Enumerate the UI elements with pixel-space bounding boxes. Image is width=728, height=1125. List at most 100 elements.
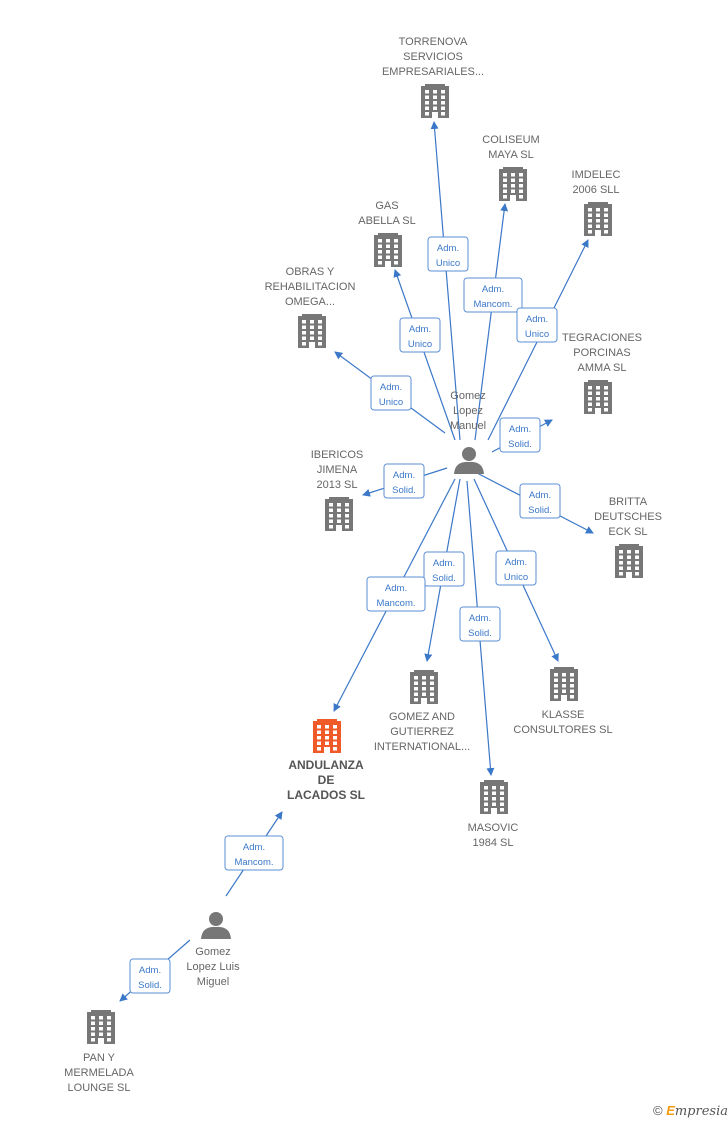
node-label: GAS (375, 200, 398, 212)
edge-label-text: Adm. (139, 965, 161, 976)
edge-label-text: Adm. (505, 557, 527, 568)
edge-label-text: Adm. (482, 284, 504, 295)
building-icon (87, 1010, 115, 1044)
node-label: AMMA SL (578, 362, 627, 374)
node-label: ECK SL (608, 526, 647, 538)
edge-label-gomez_manuel-to-torrenova[interactable]: Adm.Unico (427, 236, 469, 272)
edge-label-gomez_manuel-to-gas[interactable]: Adm.Unico (399, 317, 441, 353)
node-label: KLASSE (542, 709, 585, 721)
node-label: MERMELADA (64, 1067, 134, 1079)
edge-label-box (423, 551, 465, 587)
node-label: GOMEZ AND (389, 711, 455, 723)
copyright-icon: © (652, 1103, 663, 1118)
edge-label-gomez_manuel-to-andulanza[interactable]: Adm. Mancom. (366, 576, 426, 612)
node-label: IBERICOS (311, 449, 364, 461)
edge-label-gomez_manuel-to-klasse[interactable]: Adm. Unico (495, 550, 537, 586)
edge-label-gomez_manuel-to-imdelec[interactable]: Adm.Unico (516, 307, 558, 343)
edge-label-text: Adm. (509, 424, 531, 435)
edge-label-box (495, 550, 537, 586)
edge-label-gomez_manuel-to-masovic[interactable]: Adm.Solid. (459, 606, 501, 642)
node-label: BRITTA (609, 496, 648, 508)
node-label: LACADOS SL (287, 788, 365, 802)
node-obras[interactable]: OBRAS Y REHABILITACION OMEGA... (265, 266, 356, 348)
node-label: SERVICIOS (403, 51, 463, 63)
node-klasse[interactable]: KLASSE CONSULTORES SL (513, 667, 613, 736)
person-icon (454, 447, 484, 474)
node-label: OBRAS Y (286, 266, 335, 278)
edge-label-gomez_luis-to-pan[interactable]: Adm.Solid. (129, 958, 171, 994)
edge-label-box (366, 576, 426, 612)
building-icon (584, 380, 612, 414)
building-icon (325, 497, 353, 531)
node-label: LOUNGE SL (68, 1082, 131, 1094)
building-icon (550, 667, 578, 701)
building-icon (410, 670, 438, 704)
node-label: Gomez (195, 946, 230, 958)
node-label: OMEGA... (285, 296, 335, 308)
node-gomez_gutierrez[interactable]: GOMEZ AND GUTIERREZ INTERNATIONAL... (374, 670, 470, 753)
node-label: COLISEUM (482, 134, 539, 146)
node-label: 2006 SLL (572, 184, 619, 196)
edge-label-text: Unico (504, 572, 528, 583)
edge-label-text: Unico (436, 258, 460, 269)
edge-label-box (459, 606, 501, 642)
edge-label-text: Adm. (409, 324, 431, 335)
edge-label-text: Mancom. (234, 857, 273, 868)
edge-label-box (129, 958, 171, 994)
node-label: Lopez (453, 405, 483, 417)
node-label: DE (318, 773, 335, 787)
building-icon (298, 314, 326, 348)
edge-label-box (383, 463, 425, 499)
person-icon (201, 912, 231, 939)
edge-label-gomez_manuel-to-integraciones[interactable]: Adm. Solid. (499, 417, 541, 453)
building-icon (584, 202, 612, 236)
edge-label-gomez_manuel-to-obras[interactable]: Adm.Unico (370, 375, 412, 411)
edge-label-text: Solid. (432, 573, 456, 584)
node-label: GUTIERREZ (390, 726, 454, 738)
node-label: MAYA SL (488, 149, 533, 161)
node-label: REHABILITACION (265, 281, 356, 293)
edge-label-box (427, 236, 469, 272)
building-icon (374, 233, 402, 267)
node-torrenova[interactable]: TORRENOVASERVICIOSEMPRESARIALES... (382, 36, 484, 118)
edge-label-box (516, 307, 558, 343)
building-icon (615, 544, 643, 578)
node-label: PORCINAS (573, 347, 630, 359)
brand-name: mpresia (674, 1104, 728, 1119)
edge-label-gomez_manuel-to-ibericos[interactable]: Adm.Solid. (383, 463, 425, 499)
edge-label-box (399, 317, 441, 353)
edge-gomez_manuel-to-coliseum (474, 203, 509, 441)
edge-label-gomez_luis-to-andulanza[interactable]: Adm.Mancom. (224, 835, 284, 871)
edge-label-text: Adm. (385, 583, 407, 594)
edge-label-text: Mancom. (473, 299, 512, 310)
edge-label-text: Mancom. (376, 598, 415, 609)
edge-label-box (463, 277, 523, 313)
edge-label-gomez_manuel-to-gomez_gutierrez[interactable]: Adm.Solid. (423, 551, 465, 587)
node-label: CONSULTORES SL (513, 724, 612, 736)
building-icon (313, 719, 341, 753)
footer-brand: © Empresia (653, 1103, 728, 1119)
building-icon (421, 84, 449, 118)
edge-label-text: Solid. (508, 439, 532, 450)
brand-initial: E (666, 1103, 675, 1118)
edge-gomez_manuel-to-gas (393, 269, 456, 441)
edge-label-gomez_manuel-to-britta[interactable]: Adm.Solid. (519, 483, 561, 519)
edge-label-text: Adm. (393, 470, 415, 481)
edge-label-text: Adm. (380, 382, 402, 393)
node-label: INTERNATIONAL... (374, 741, 470, 753)
edge-label-box (519, 483, 561, 519)
edge-label-gomez_manuel-to-coliseum[interactable]: Adm. Mancom. (463, 277, 523, 313)
node-coliseum[interactable]: COLISEUM MAYA SL (482, 134, 540, 201)
